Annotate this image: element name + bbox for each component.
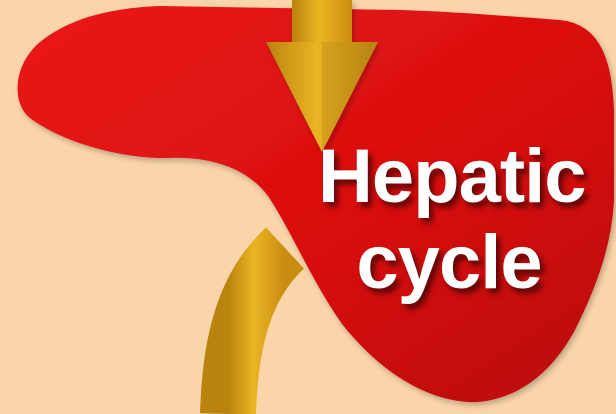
hepatic-cycle-label: Hepatic cycle	[318, 134, 580, 306]
label-line-1: Hepatic	[318, 134, 580, 220]
curved-pathway	[228, 248, 285, 414]
label-line-2: cycle	[318, 220, 580, 306]
